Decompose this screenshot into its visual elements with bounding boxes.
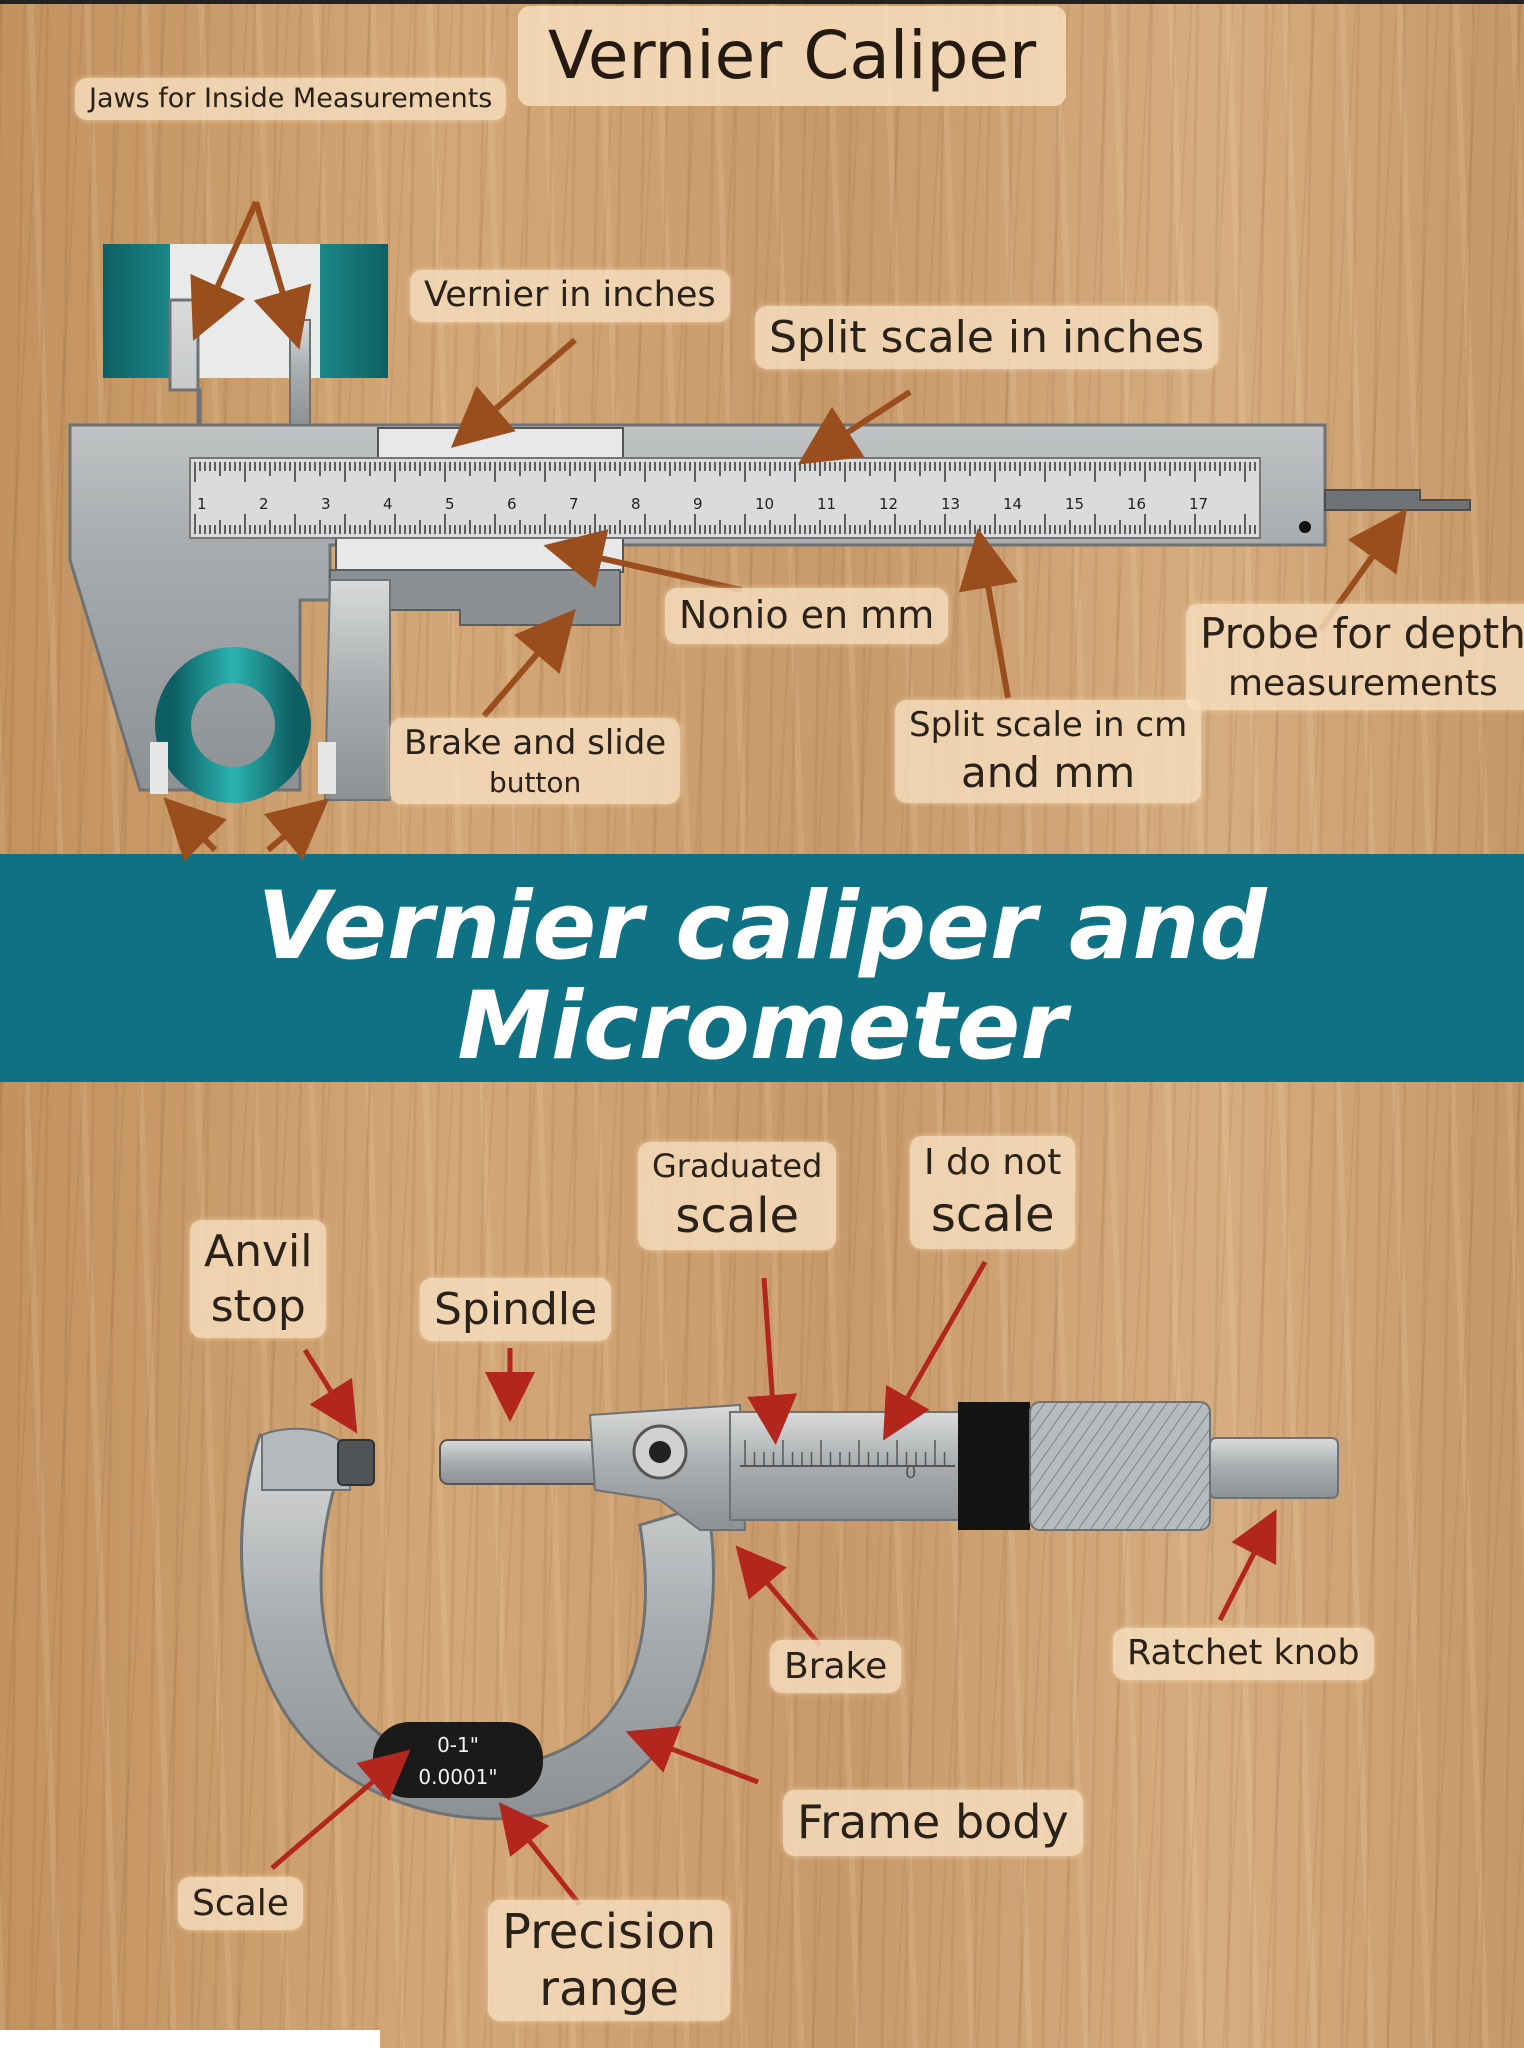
scale-number: 8 [631, 495, 641, 513]
jaw-tip-left [150, 742, 168, 794]
label-anvil-stop-line1: Anvil [204, 1226, 313, 1277]
label-brake-slide: Brake and slide button [390, 718, 681, 804]
outside-jaw-movable [323, 579, 391, 801]
scale-screw [1299, 521, 1311, 533]
label-ratchet-knob: Ratchet knob [1113, 1628, 1374, 1680]
micrometer: 0 0-1" 0.0001" [240, 1401, 1339, 1821]
arrow-graduated [747, 1277, 798, 1445]
arrow-brake [735, 1545, 822, 1647]
caliper-title: Vernier Caliper [518, 6, 1066, 106]
jaw-tip-right [318, 742, 336, 794]
arrow-split-cm [958, 528, 1018, 699]
label-graduated-scale-line2: scale [675, 1188, 799, 1244]
scale-plate [373, 1722, 543, 1798]
scale-number: 11 [817, 495, 836, 513]
label-i-do-not-scale: I do not scale [910, 1136, 1076, 1249]
arrow-scale [270, 1749, 411, 1870]
label-jaws-inside: Jaws for Inside Measurements [75, 78, 507, 120]
scale-number: 15 [1065, 495, 1084, 513]
scale-number: 13 [941, 495, 960, 513]
anvil [337, 1439, 375, 1486]
watermark-strip [0, 2030, 380, 2048]
scale-number: 12 [879, 495, 898, 513]
plate-range-text: 0-1" [437, 1733, 479, 1757]
arrow-outside-jaw-right [263, 798, 330, 860]
label-split-scale-cm-line1: Split scale in cm [909, 705, 1188, 745]
depth-probe [1324, 489, 1471, 511]
label-graduated-scale: Graduated scale [638, 1142, 837, 1250]
sleeve-ticks [740, 1440, 955, 1467]
label-brake-slide-line2: button [488, 765, 582, 799]
scale-ticks [194, 462, 1256, 534]
arrow-brake-slide [481, 608, 576, 718]
main-scale [189, 457, 1261, 539]
title-banner: Vernier caliper and Micrometer [0, 854, 1524, 1082]
scale-number: 7 [569, 495, 579, 513]
label-split-scale-inches: Split scale in inches [755, 306, 1219, 369]
label-probe-depth-line1: Probe for depth [1200, 609, 1524, 658]
scale-number: 16 [1127, 495, 1146, 513]
label-anvil-stop-line2: stop [210, 1281, 306, 1332]
arrow-split-inches [797, 389, 912, 465]
label-i-do-not-scale-line2: scale [930, 1187, 1055, 1243]
scale-number: 5 [445, 495, 455, 513]
outside-workpiece-ring [155, 647, 311, 803]
thimble-knurl [1029, 1401, 1211, 1531]
label-precision-range-line1: Precision [502, 1904, 717, 1960]
scale-number: 9 [693, 495, 703, 513]
arrow-nonio-mm [543, 529, 743, 593]
arrow-jaws-right [253, 201, 312, 350]
label-scale: Scale [178, 1877, 303, 1930]
frame-top-left [261, 1427, 351, 1491]
arrow-ratchet [1217, 1509, 1277, 1622]
arrow-outside-jaw-left [163, 797, 228, 862]
label-spindle: Spindle [420, 1278, 612, 1341]
label-split-scale-cm: Split scale in cm and mm [895, 700, 1202, 803]
scale-number: 3 [321, 495, 331, 513]
ratchet [1209, 1437, 1339, 1499]
label-split-scale-cm-line2: and mm [961, 747, 1136, 797]
label-probe-depth-line2: measurements [1227, 662, 1498, 704]
label-precision-range: Precision range [488, 1900, 731, 2022]
scale-number: 1 [197, 495, 207, 513]
banner-title-line1: Vernier caliper and [257, 872, 1267, 981]
plate-precision-text: 0.0001" [418, 1765, 497, 1789]
scale-number: 17 [1189, 495, 1208, 513]
scale-number: 6 [507, 495, 517, 513]
thimble-mark: 0 [905, 1462, 916, 1483]
label-precision-range-line2: range [539, 1960, 679, 2017]
label-probe-depth: Probe for depth measurements [1186, 604, 1524, 710]
scale-number: 4 [383, 495, 393, 513]
label-anvil-stop: Anvil stop [190, 1220, 327, 1338]
thimble-band [958, 1402, 1030, 1530]
label-frame-body: Frame body [783, 1790, 1083, 1856]
scale-number: 2 [259, 495, 269, 513]
arrow-anvil [302, 1348, 358, 1434]
label-nonio-mm: Nonio en mm [665, 588, 949, 644]
spindle [439, 1439, 601, 1485]
banner-title-line2: Micrometer [457, 972, 1067, 1081]
label-vernier-inches: Vernier in inches [410, 270, 730, 322]
label-brake-slide-line1: Brake and slide [404, 723, 667, 763]
brake-lock-center [649, 1441, 671, 1463]
label-graduated-scale-line1: Graduated [652, 1147, 823, 1185]
scale-number: 14 [1003, 495, 1022, 513]
arrow-vernier-inches [450, 337, 577, 448]
arrow-precision [498, 1802, 582, 1907]
arrow-thimble-scale [883, 1260, 988, 1441]
label-i-do-not-scale-line1: I do not [924, 1142, 1062, 1183]
scale-number: 10 [755, 495, 774, 513]
micrometer-arrows [270, 1260, 1277, 1907]
frame-body-shape [240, 1433, 715, 1821]
label-brake: Brake [770, 1640, 902, 1693]
arrow-jaws-left [190, 200, 259, 341]
arrow-frame-body [625, 1725, 759, 1785]
